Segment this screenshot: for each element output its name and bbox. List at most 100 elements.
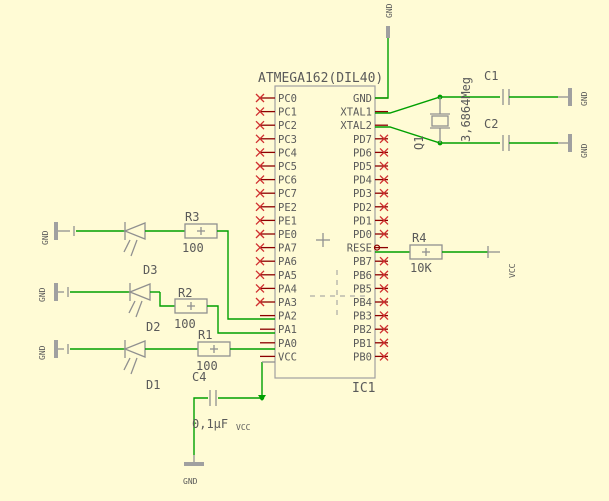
no-connect-mark <box>255 297 265 307</box>
gnd-label-d3: GND <box>41 230 50 245</box>
led-branch-d3: GND R3 100 D3 <box>41 210 275 320</box>
pin-label-pb1: PB1 <box>353 338 372 350</box>
pin-label-pb5: PB5 <box>353 283 372 295</box>
q1-ref-label: Q1 <box>412 136 426 150</box>
pin-label-pb2: PB2 <box>353 324 372 336</box>
vcc-label-r4: VCC <box>508 263 517 278</box>
pin-label-pd5: PD5 <box>353 161 372 173</box>
no-connect-mark <box>255 283 265 293</box>
pin-label-vcc: VCC <box>278 351 297 363</box>
no-connect-mark <box>379 311 389 321</box>
ic1-ref-label: IC1 <box>352 381 375 396</box>
c2-ref-label: C2 <box>484 117 498 131</box>
q1-value-label: 3,6864Meg <box>459 77 473 142</box>
pin-label-pb0: PB0 <box>353 351 372 363</box>
no-connect-mark <box>379 351 389 361</box>
pin-label-pe1: PE1 <box>278 215 297 227</box>
pin-label-pc7: PC7 <box>278 188 297 200</box>
pin-label-pa2: PA2 <box>278 311 297 323</box>
crystal-q1 <box>431 115 449 127</box>
no-connect-mark <box>379 324 389 334</box>
pin-label-pa0: PA0 <box>278 338 297 350</box>
r2-value-label: 100 <box>174 317 196 331</box>
pin-label-pc0: PC0 <box>278 93 297 105</box>
no-connect-mark <box>255 270 265 280</box>
no-connect-mark <box>379 338 389 348</box>
no-connect-mark <box>379 215 389 225</box>
d3-ref-label: D3 <box>143 263 157 277</box>
no-connect-mark <box>379 256 389 266</box>
r4-ref-label: R4 <box>412 231 426 245</box>
pin-label-pd1: PD1 <box>353 215 372 227</box>
gnd-label-d1: GND <box>38 345 47 360</box>
gnd-label-d2: GND <box>38 287 47 302</box>
pin-label-pc5: PC5 <box>278 161 297 173</box>
no-connect-mark <box>379 283 389 293</box>
led-d2 <box>128 283 151 301</box>
pin-label-pb6: PB6 <box>353 270 372 282</box>
pin-label-pc2: PC2 <box>278 120 297 132</box>
pin-label-pa7: PA7 <box>278 243 297 255</box>
r3-value-label: 100 <box>182 241 204 255</box>
pin-label-pa1: PA1 <box>278 324 297 336</box>
pin-label-pd0: PD0 <box>353 229 372 241</box>
led-d1 <box>123 340 146 358</box>
gnd-label-c2: GND <box>580 143 589 158</box>
no-connect-mark <box>255 188 265 198</box>
c1-ref-label: C1 <box>484 69 498 83</box>
pin-label-rese: RESE <box>347 243 372 255</box>
pin-label-pd2: PD2 <box>353 202 372 214</box>
no-connect-mark <box>255 215 265 225</box>
led-d3 <box>123 222 146 240</box>
no-connect-mark <box>379 175 389 185</box>
no-connect-mark <box>379 229 389 239</box>
r1-value-label: 100 <box>196 359 218 373</box>
gnd-label-c1: GND <box>580 91 589 106</box>
pin-label-pa3: PA3 <box>278 297 297 309</box>
pin-label-pa5: PA5 <box>278 270 297 282</box>
pin-label-pc4: PC4 <box>278 147 297 159</box>
no-connect-mark <box>255 202 265 212</box>
c4-value-label: 0,1μF <box>192 417 228 431</box>
xtal2-wire <box>375 126 500 144</box>
no-connect-mark <box>379 188 389 198</box>
led-branch-d2: GND R2 100 D2 <box>38 283 275 334</box>
no-connect-mark <box>379 134 389 144</box>
no-connect-mark <box>255 243 265 253</box>
gnd-label-top: GND <box>385 3 394 18</box>
pin-label-gnd: GND <box>353 93 372 105</box>
ic1-part-name: ATMEGA162(DIL40) <box>258 71 383 86</box>
c4-ref-label: C4 <box>192 370 206 384</box>
gnd-wire-top <box>375 38 389 99</box>
led-branch-d1: GND R1 100 D1 <box>38 328 275 392</box>
no-connect-mark <box>255 134 265 144</box>
pin-label-pc1: PC1 <box>278 107 297 119</box>
ic1-right-pins: GNDXTAL1XTAL2PD7PD6PD5PD4PD3PD2PD1PD0RES… <box>340 93 389 363</box>
pin-label-pe0: PE0 <box>278 229 297 241</box>
no-connect-mark <box>255 120 265 130</box>
ic1-body <box>274 85 376 379</box>
no-connect-mark <box>255 107 265 117</box>
pin-label-pb4: PB4 <box>353 297 372 309</box>
pin-label-pa6: PA6 <box>278 256 297 268</box>
no-connect-mark <box>255 147 265 157</box>
pin-label-pc6: PC6 <box>278 175 297 187</box>
xtal1-wire <box>375 96 500 114</box>
pin-label-pd7: PD7 <box>353 134 372 146</box>
r2-ref-label: R2 <box>178 286 192 300</box>
pin-label-pb3: PB3 <box>353 311 372 323</box>
pin-label-xtal2: XTAL2 <box>340 120 372 132</box>
vcc-label-c4: VCC <box>236 423 251 432</box>
no-connect-mark <box>255 229 265 239</box>
d1-ref-label: D1 <box>146 378 160 392</box>
pin-label-pd6: PD6 <box>353 147 372 159</box>
no-connect-mark <box>379 202 389 212</box>
pin-label-pe2: PE2 <box>278 202 297 214</box>
r1-ref-label: R1 <box>198 328 212 342</box>
r4-value-label: 10K <box>410 261 432 275</box>
no-connect-mark <box>379 297 389 307</box>
pin-label-pa4: PA4 <box>278 283 297 295</box>
pin-label-pc3: PC3 <box>278 134 297 146</box>
r3-ref-label: R3 <box>185 210 199 224</box>
